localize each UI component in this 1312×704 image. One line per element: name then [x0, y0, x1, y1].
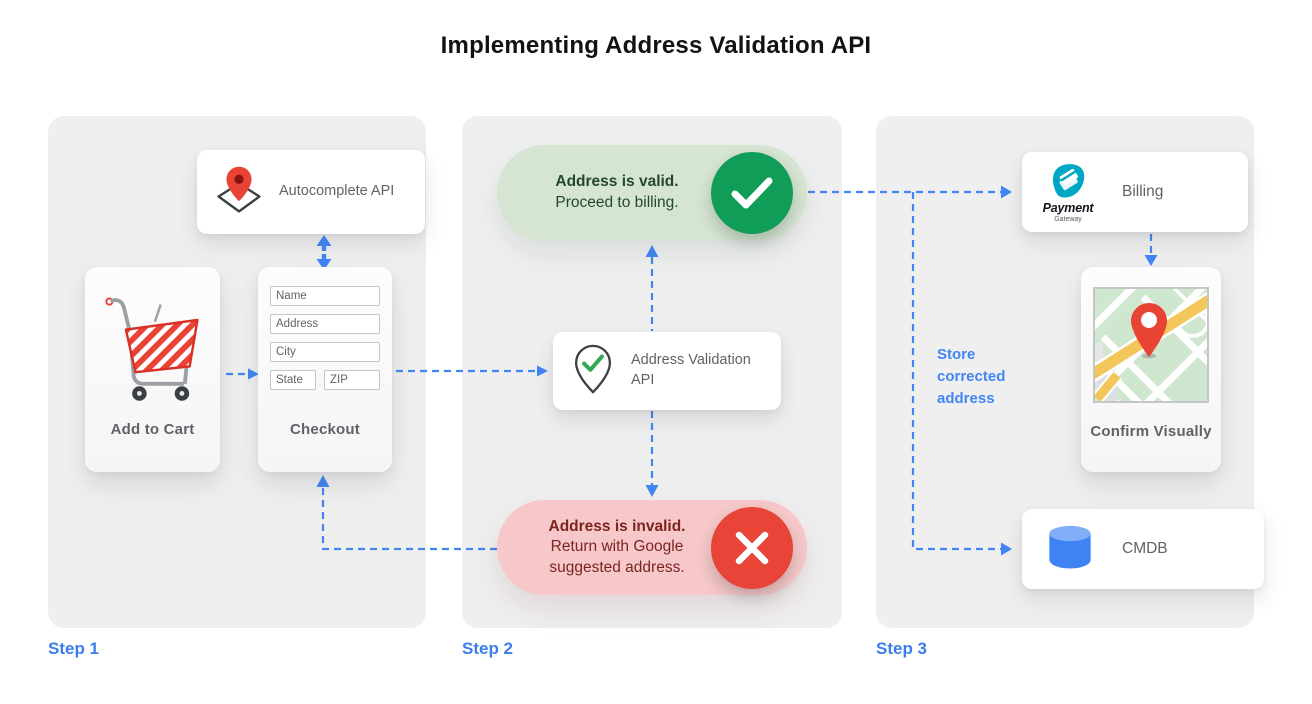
step3-label: Step 3 — [876, 639, 928, 658]
checkout-card: Name Address City State ZIP Checkout — [258, 267, 392, 472]
address-valid-pill: Address is valid. Proceed to billing. — [497, 145, 807, 240]
state-field: State — [270, 370, 316, 390]
valid-subtitle: Proceed to billing. — [555, 193, 679, 211]
cmdb-card: CMDB — [1022, 509, 1264, 589]
checkout-form: Name Address City State ZIP — [270, 286, 380, 390]
map-thumbnail — [1060, 264, 1246, 430]
x-circle-icon — [711, 506, 793, 589]
billing-card: Payment Gateway Billing — [1022, 152, 1248, 232]
autocomplete-api-label: Autocomplete API — [279, 183, 395, 200]
billing-label: Billing — [1122, 182, 1164, 200]
address-field: Address — [270, 314, 380, 334]
name-field: Name — [270, 286, 380, 306]
invalid-title: Address is invalid. — [548, 517, 686, 535]
checkout-label: Checkout — [290, 421, 360, 438]
address-invalid-pill: Address is invalid. Return with Google s… — [497, 500, 807, 595]
validation-api-label: Address Validation API — [631, 352, 751, 388]
payment-logo-subtitle: Gateway — [1054, 215, 1082, 223]
confirm-visually-label: Confirm Visually — [1090, 422, 1212, 440]
autocomplete-api-card: Autocomplete API — [197, 150, 425, 234]
address-validation-api-card: Address Validation API — [553, 332, 781, 410]
validation-pin-check-icon — [569, 343, 617, 400]
step2-label: Step 2 — [462, 639, 514, 658]
cmdb-label: CMDB — [1122, 539, 1168, 557]
city-field: City — [270, 342, 380, 362]
store-corrected-address-note: Store corrected address — [937, 346, 1006, 407]
confirm-visually-card: Confirm Visually — [1060, 264, 1246, 472]
valid-title: Address is valid. — [555, 173, 679, 191]
page-title: Implementing Address Validation API — [440, 32, 872, 59]
payment-gateway-logo: Payment Gateway — [1036, 161, 1100, 223]
step1-label: Step 1 — [48, 639, 100, 658]
database-icon — [1044, 523, 1096, 576]
invalid-subtitle: Return with Google suggested address. — [549, 538, 685, 576]
add-to-cart-label: Add to Cart — [110, 421, 195, 438]
maps-diamond-pin-icon — [213, 163, 265, 222]
add-to-cart-card: Add to Cart — [85, 267, 220, 472]
zip-field: ZIP — [324, 370, 380, 390]
shopping-cart-icon — [95, 289, 207, 412]
check-circle-icon — [711, 151, 793, 234]
payment-logo-title: Payment — [1042, 201, 1094, 216]
